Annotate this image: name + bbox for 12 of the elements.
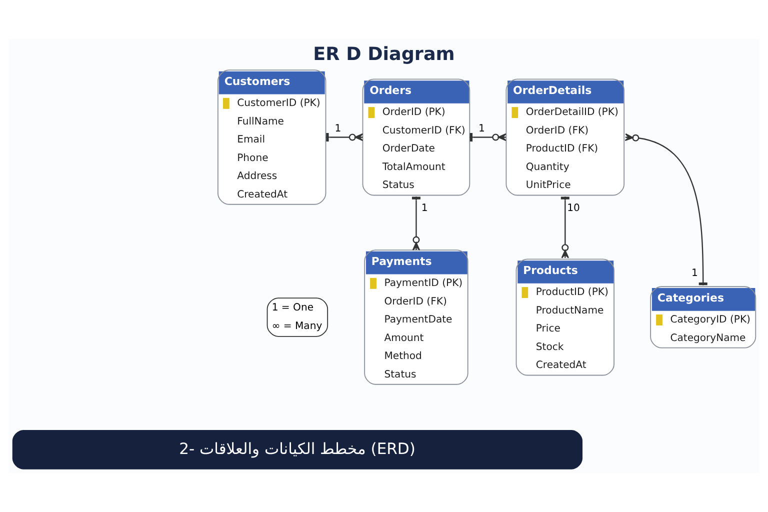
edge-label: 1	[334, 123, 342, 134]
edge-label: 1	[478, 123, 485, 134]
connector	[326, 132, 364, 142]
edge-label: 1	[421, 203, 428, 214]
legend-label: 1 = One	[272, 302, 314, 314]
legend-label: ∞ = Many	[272, 320, 322, 332]
connector	[560, 196, 570, 258]
edge-label: 1	[692, 268, 698, 279]
edge-label: 10	[567, 203, 580, 214]
connector	[412, 196, 420, 251]
diagram-title: ER D Diagram	[313, 44, 455, 66]
caption: 2- مخطط الكيانات والعلاقات (ERD)	[179, 440, 416, 458]
